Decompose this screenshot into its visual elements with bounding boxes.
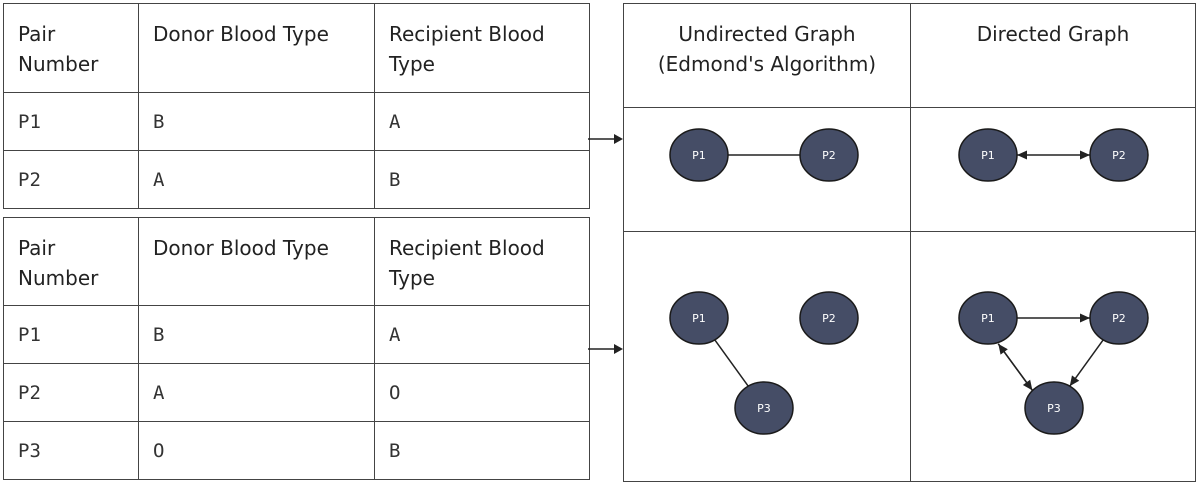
graph-node xyxy=(669,128,729,182)
pair-cell: P2 xyxy=(3,363,139,422)
graph-node xyxy=(1089,128,1149,182)
donor-cell: A xyxy=(138,150,375,209)
graph-node-label: P1 xyxy=(692,149,706,162)
table-header-row: Pair Number Donor Blood Type Recipient B… xyxy=(3,217,590,306)
graph-node xyxy=(958,128,1018,182)
blood-type-table-three-pairs: Pair Number Donor Blood Type Recipient B… xyxy=(3,217,590,480)
undirected-graph-header: Undirected Graph (Edmond's Algorithm) xyxy=(623,3,911,108)
header-donor-label: Donor Blood Type xyxy=(153,236,329,260)
blood-type-table-two-pairs: Pair Number Donor Blood Type Recipient B… xyxy=(3,3,590,209)
header-donor-label: Donor Blood Type xyxy=(153,22,329,46)
arrowhead xyxy=(1069,375,1080,387)
table-row: P1 B A xyxy=(3,305,590,364)
arrowhead xyxy=(1017,150,1027,160)
donor-cell: O xyxy=(138,421,375,480)
graph-node-label: P3 xyxy=(757,402,771,415)
graph-node-label: P2 xyxy=(822,312,836,325)
arrowhead xyxy=(998,343,1008,355)
header-recipient-label: Recipient Blood Type xyxy=(389,22,545,76)
donor-cell: B xyxy=(138,305,375,364)
table-header-row: Pair Number Donor Blood Type Recipient B… xyxy=(3,3,590,93)
arrow-right-icon xyxy=(588,344,623,354)
directed-graph-title: Directed Graph xyxy=(976,22,1130,46)
pair-cell: P2 xyxy=(3,150,139,209)
donor-cell: B xyxy=(138,92,375,151)
graph-node xyxy=(958,291,1018,345)
recipient-cell: A xyxy=(374,92,590,151)
graph-node xyxy=(1089,291,1149,345)
graph-node-label: P2 xyxy=(1112,149,1126,162)
header-recipient-label: Recipient Blood Type xyxy=(389,236,545,290)
top-directed-graph: P1 P2 xyxy=(958,128,1149,182)
header-pair-number: Pair Number xyxy=(3,3,139,93)
directed-graph-header: Directed Graph xyxy=(910,3,1196,108)
graph-header-row: Undirected Graph (Edmond's Algorithm) Di… xyxy=(623,3,1196,108)
arrowhead xyxy=(1080,313,1090,323)
graph-node xyxy=(734,381,794,435)
graph-edge xyxy=(714,339,749,387)
table-row: P2 A O xyxy=(3,363,590,422)
top-directed-cell: P1 P2 xyxy=(910,107,1196,232)
pair-cell: P1 xyxy=(3,92,139,151)
graph-comparison-grid: Undirected Graph (Edmond's Algorithm) Di… xyxy=(623,3,1196,482)
table-row: P2 A B xyxy=(3,150,590,209)
donor-cell: A xyxy=(138,363,375,422)
graph-node-label: P1 xyxy=(692,312,706,325)
graph-node xyxy=(799,128,859,182)
recipient-cell: B xyxy=(374,150,590,209)
table-row: P3 O B xyxy=(3,421,590,480)
recipient-cell: B xyxy=(374,421,590,480)
graph-node xyxy=(669,291,729,345)
header-donor-blood-type: Donor Blood Type xyxy=(138,3,375,93)
arrowhead xyxy=(1080,150,1090,160)
graph-node xyxy=(799,291,859,345)
top-undirected-cell: P1 P2 xyxy=(623,107,911,232)
header-pair-number-label: Pair Number xyxy=(18,22,99,76)
undirected-graph-title: Undirected Graph (Edmond's Algorithm) xyxy=(657,22,877,76)
top-undirected-graph: P1 P2 xyxy=(669,128,859,182)
header-recipient-blood-type: Recipient Blood Type xyxy=(374,217,590,306)
recipient-cell: O xyxy=(374,363,590,422)
graph-node-label: P2 xyxy=(822,149,836,162)
header-pair-number: Pair Number xyxy=(3,217,139,306)
recipient-cell: A xyxy=(374,305,590,364)
graph-row-two-pairs: P1 P2 P1 P2 xyxy=(623,107,1196,232)
graph-node-label: P1 xyxy=(981,149,995,162)
header-donor-blood-type: Donor Blood Type xyxy=(138,217,375,306)
header-pair-number-label: Pair Number xyxy=(18,236,99,290)
header-recipient-blood-type: Recipient Blood Type xyxy=(374,3,590,93)
table-row: P1 B A xyxy=(3,92,590,151)
graph-node-label: P3 xyxy=(1047,402,1061,415)
graph-node-label: P1 xyxy=(981,312,995,325)
graph-node xyxy=(1024,381,1084,435)
graph-node-label: P2 xyxy=(1112,312,1126,325)
arrow-right-icon xyxy=(588,134,623,144)
pair-cell: P1 xyxy=(3,305,139,364)
pair-cell: P3 xyxy=(3,421,139,480)
